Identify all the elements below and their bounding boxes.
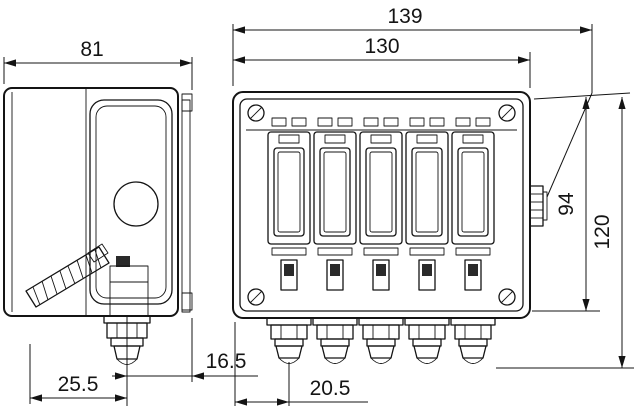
corner-screw — [247, 288, 265, 306]
side-body-outline — [3, 87, 179, 317]
module-slot — [405, 117, 449, 291]
dim-label-front-body-height: 94 — [555, 192, 578, 216]
module-slot — [451, 117, 495, 291]
side-connector — [529, 185, 548, 227]
clamp-flap — [25, 243, 149, 317]
dim-label-side-depth: 81 — [80, 38, 103, 61]
dim-front-overall-width: 139 — [232, 5, 593, 198]
dimensions: 81 139 130 94 120 — [3, 5, 634, 406]
dim-side-depth: 81 — [3, 38, 193, 90]
front-lid-outline — [239, 98, 524, 312]
cable-gland — [358, 317, 404, 365]
dim-label-side-gland-center: 25.5 — [58, 373, 99, 396]
side-inner-panel — [89, 99, 173, 305]
cable-gland — [450, 317, 496, 365]
dim-label-front-overall-height: 120 — [591, 214, 614, 249]
dim-label-side-gland-to-edge: 16.5 — [206, 350, 247, 373]
corner-screw — [498, 288, 516, 306]
mounting-rail — [181, 93, 193, 313]
dim-front-body-width: 130 — [233, 35, 531, 88]
module-slot — [267, 117, 311, 291]
corner-screw — [247, 104, 265, 122]
module-slot — [313, 117, 357, 291]
cable-gland — [266, 317, 312, 365]
clamp-bracket — [109, 265, 149, 317]
dim-label-front-overall-width: 139 — [387, 5, 422, 28]
knockout-circle — [113, 181, 159, 227]
cable-gland — [404, 317, 450, 365]
module-slot — [359, 117, 403, 291]
dim-label-front-edge-to-first-gland: 20.5 — [310, 377, 351, 400]
dim-front-overall-height: 120 — [496, 97, 634, 369]
side-view — [3, 87, 193, 365]
dim-front-body-height: 94 — [532, 92, 631, 312]
clamp-hatching — [32, 249, 102, 306]
front-view — [232, 91, 548, 365]
clamp-latch — [87, 243, 109, 263]
dim-front-edge-to-first-gland: 20.5 — [234, 322, 368, 406]
cable-gland — [312, 317, 358, 365]
corner-screw — [498, 104, 516, 122]
dim-side-gland-to-edge: 16.5 — [112, 316, 258, 406]
clamp-hinge-pin — [116, 256, 130, 267]
side-inner-panel-line — [95, 105, 167, 299]
dim-side-gland-center: 25.5 — [29, 344, 127, 404]
dim-label-front-body-width: 130 — [364, 35, 399, 58]
